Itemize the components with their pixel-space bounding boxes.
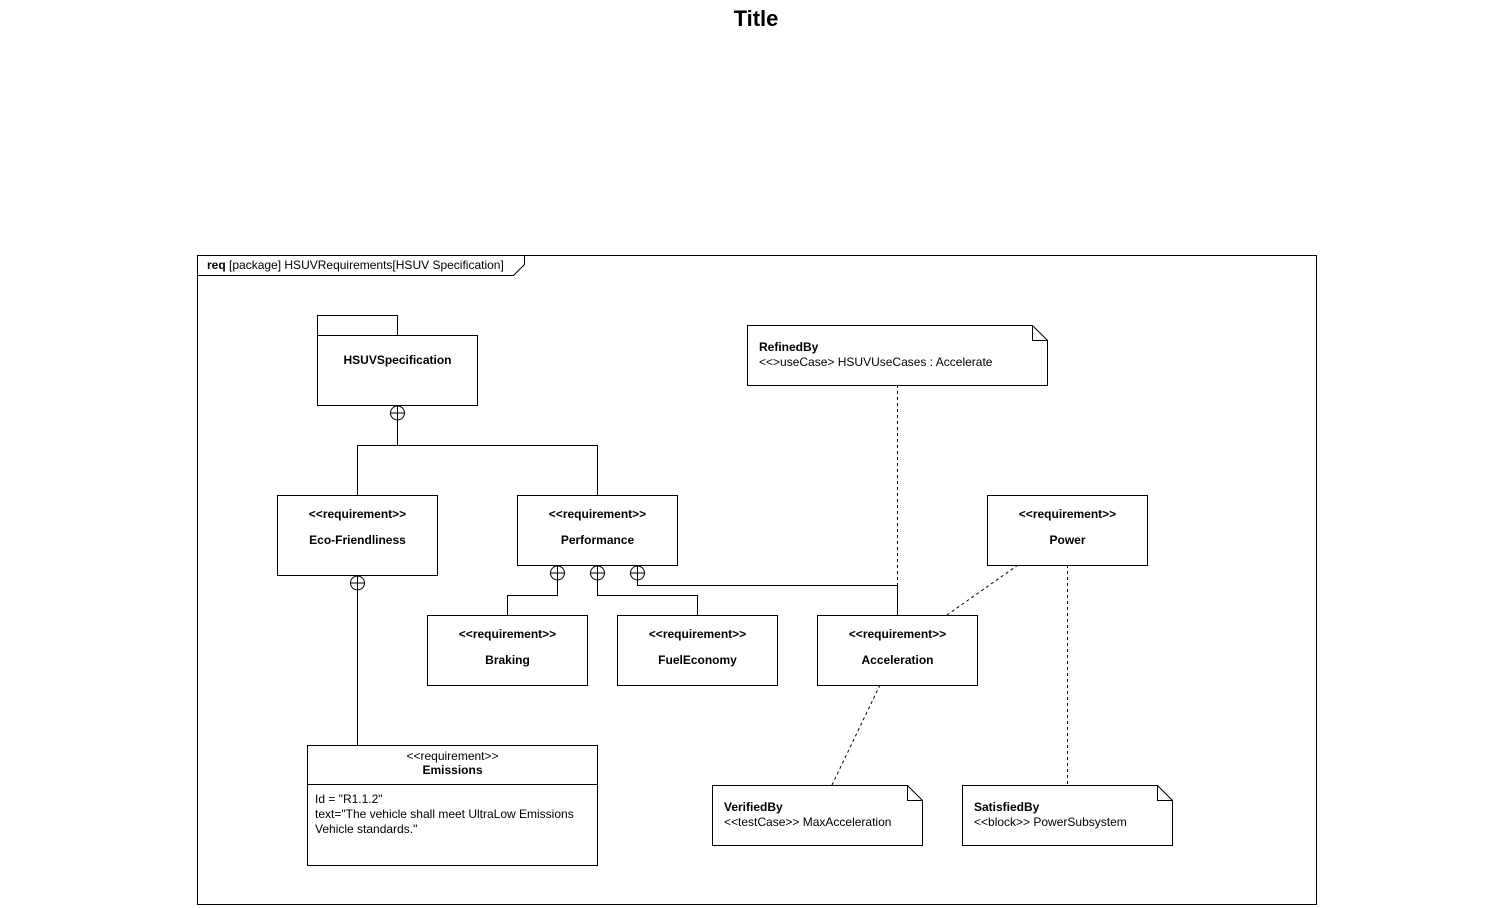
derive-dependency xyxy=(946,564,1019,616)
note-satisfied-shape xyxy=(962,785,1173,846)
requirement-name: Braking xyxy=(485,653,530,667)
requirement-name: Emissions xyxy=(422,763,483,777)
package-hsuv-specification[interactable]: HSUVSpecification xyxy=(317,335,478,406)
note-verified-by[interactable]: VerifiedBy <<testCase>> MaxAcceleration xyxy=(712,785,923,846)
requirement-name: FuelEconomy xyxy=(658,653,737,667)
package-name: HSUVSpecification xyxy=(343,353,452,367)
requirement-braking[interactable]: <<requirement>> Braking xyxy=(427,615,588,686)
requirement-stereotype: <<requirement>> xyxy=(648,627,747,641)
requirement-power[interactable]: <<requirement>> Power xyxy=(987,495,1148,566)
note-satisfied-by[interactable]: SatisfiedBy <<block>> PowerSubsystem xyxy=(962,785,1173,846)
requirement-id: Id = "R1.1.2" xyxy=(315,792,383,806)
requirement-stereotype: <<requirement>> xyxy=(308,507,407,521)
requirement-emissions[interactable]: <<requirement>> Emissions Id = "R1.1.2" … xyxy=(307,745,598,866)
requirement-name: Acceleration xyxy=(861,653,934,667)
note-verified-shape xyxy=(712,785,923,846)
containment-line xyxy=(597,580,698,615)
note-text: <<>useCase> HSUVUseCases : Accelerate xyxy=(759,355,993,369)
containment-eco xyxy=(350,575,365,745)
requirement-stereotype: <<requirement>> xyxy=(458,627,557,641)
diagram-title: Title xyxy=(733,6,779,31)
requirement-name: Power xyxy=(1049,533,1086,547)
dependency-lines xyxy=(831,385,1068,786)
frame-label-border xyxy=(198,255,525,276)
frame-keyword: req xyxy=(207,258,226,272)
note-title: RefinedBy xyxy=(759,340,819,354)
requirement-text: text="The vehicle shall meet UltraLow Em… xyxy=(315,807,574,836)
note-refined-shape xyxy=(747,325,1048,386)
requirement-fuel-economy[interactable]: <<requirement>> FuelEconomy xyxy=(617,615,778,686)
requirement-stereotype: <<requirement>> xyxy=(848,627,947,641)
requirement-name: Eco-Friendliness xyxy=(309,533,406,547)
requirement-stereotype: <<requirement>> xyxy=(1018,507,1117,521)
compartment-divider xyxy=(308,784,597,785)
containment-line xyxy=(507,580,558,615)
package-tab xyxy=(317,315,398,336)
containment-performance xyxy=(507,565,898,615)
requirement-name: Performance xyxy=(560,533,635,547)
frame-name: [package] HSUVRequirements[HSUV Specific… xyxy=(225,258,504,272)
note-refined-by[interactable]: RefinedBy <<>useCase> HSUVUseCases : Acc… xyxy=(747,325,1048,386)
verify-dependency xyxy=(831,684,881,786)
note-title: SatisfiedBy xyxy=(974,800,1040,814)
frame-label: req [package] HSUVRequirements[HSUV Spec… xyxy=(207,258,504,272)
containment-line xyxy=(357,445,598,495)
diagram-frame xyxy=(197,255,1317,905)
requirement-eco-friendliness[interactable]: <<requirement>> Eco-Friendliness xyxy=(277,495,438,576)
requirement-acceleration[interactable]: <<requirement>> Acceleration xyxy=(817,615,978,686)
containment-line xyxy=(637,580,898,615)
note-text: <<block>> PowerSubsystem xyxy=(974,815,1127,829)
note-title: VerifiedBy xyxy=(724,800,783,814)
containment-package xyxy=(357,405,598,495)
requirement-properties: Id = "R1.1.2" text="The vehicle shall me… xyxy=(315,792,589,837)
requirement-performance[interactable]: <<requirement>> Performance xyxy=(517,495,678,566)
note-text: <<testCase>> MaxAcceleration xyxy=(724,815,892,829)
requirement-stereotype: <<requirement>> xyxy=(548,507,647,521)
requirement-stereotype: <<requirement>> xyxy=(406,749,499,763)
